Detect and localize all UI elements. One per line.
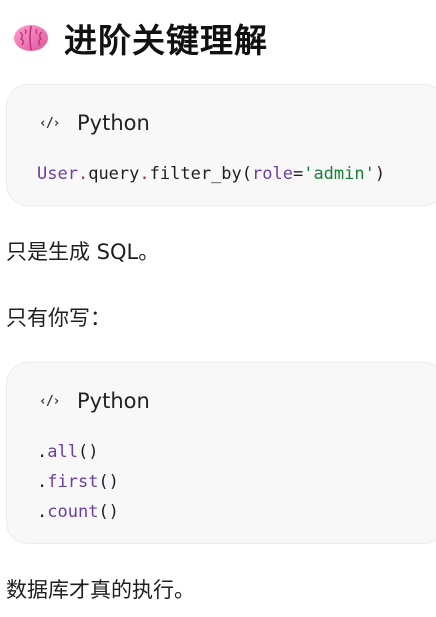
code-token: count <box>47 502 99 522</box>
code-token: () <box>98 472 119 492</box>
code-icon: ‹/› <box>39 393 60 409</box>
code-token: . <box>37 472 48 492</box>
code-line[interactable]: User.query.filter_by(role='admin') <box>37 159 385 189</box>
code-token: . <box>139 164 150 184</box>
code-token: . <box>37 442 48 462</box>
code-block: ‹/› Python .all().first().count() <box>6 362 436 544</box>
code-token: ) <box>374 164 386 184</box>
code-token: () <box>98 502 119 522</box>
code-token: User <box>37 164 78 184</box>
paragraph: 只有你写： <box>6 306 111 330</box>
code-language-label: Python <box>77 111 150 135</box>
code-block-header: ‹/› Python <box>39 387 150 415</box>
code-token: first <box>47 472 99 492</box>
code-line: .first() <box>37 467 119 497</box>
code-lines[interactable]: .all().first().count() <box>37 437 119 527</box>
code-token: () <box>77 442 99 462</box>
code-token: filter_by( <box>149 164 252 184</box>
code-token: query <box>88 164 140 184</box>
code-token: . <box>37 502 48 522</box>
code-token: role <box>252 164 293 184</box>
code-token: 'admin' <box>303 164 375 184</box>
paragraph: 数据库才真的执行。 <box>6 578 195 602</box>
code-block: ‹/› Python User.query.filter_by(role='ad… <box>6 84 436 206</box>
code-line: .all() <box>37 437 119 467</box>
code-token: = <box>292 164 304 184</box>
code-language-label: Python <box>77 389 150 413</box>
heading-title: 进阶关键理解 <box>64 21 268 60</box>
code-block-header: ‹/› Python <box>39 109 150 137</box>
code-token: . <box>77 164 89 184</box>
code-line: .count() <box>37 497 119 527</box>
brain-icon <box>14 25 48 51</box>
code-icon: ‹/› <box>39 115 60 131</box>
code-token: all <box>47 442 78 462</box>
section-heading: 进阶关键理解 <box>12 16 268 60</box>
paragraph: 只是生成 SQL。 <box>6 240 160 264</box>
